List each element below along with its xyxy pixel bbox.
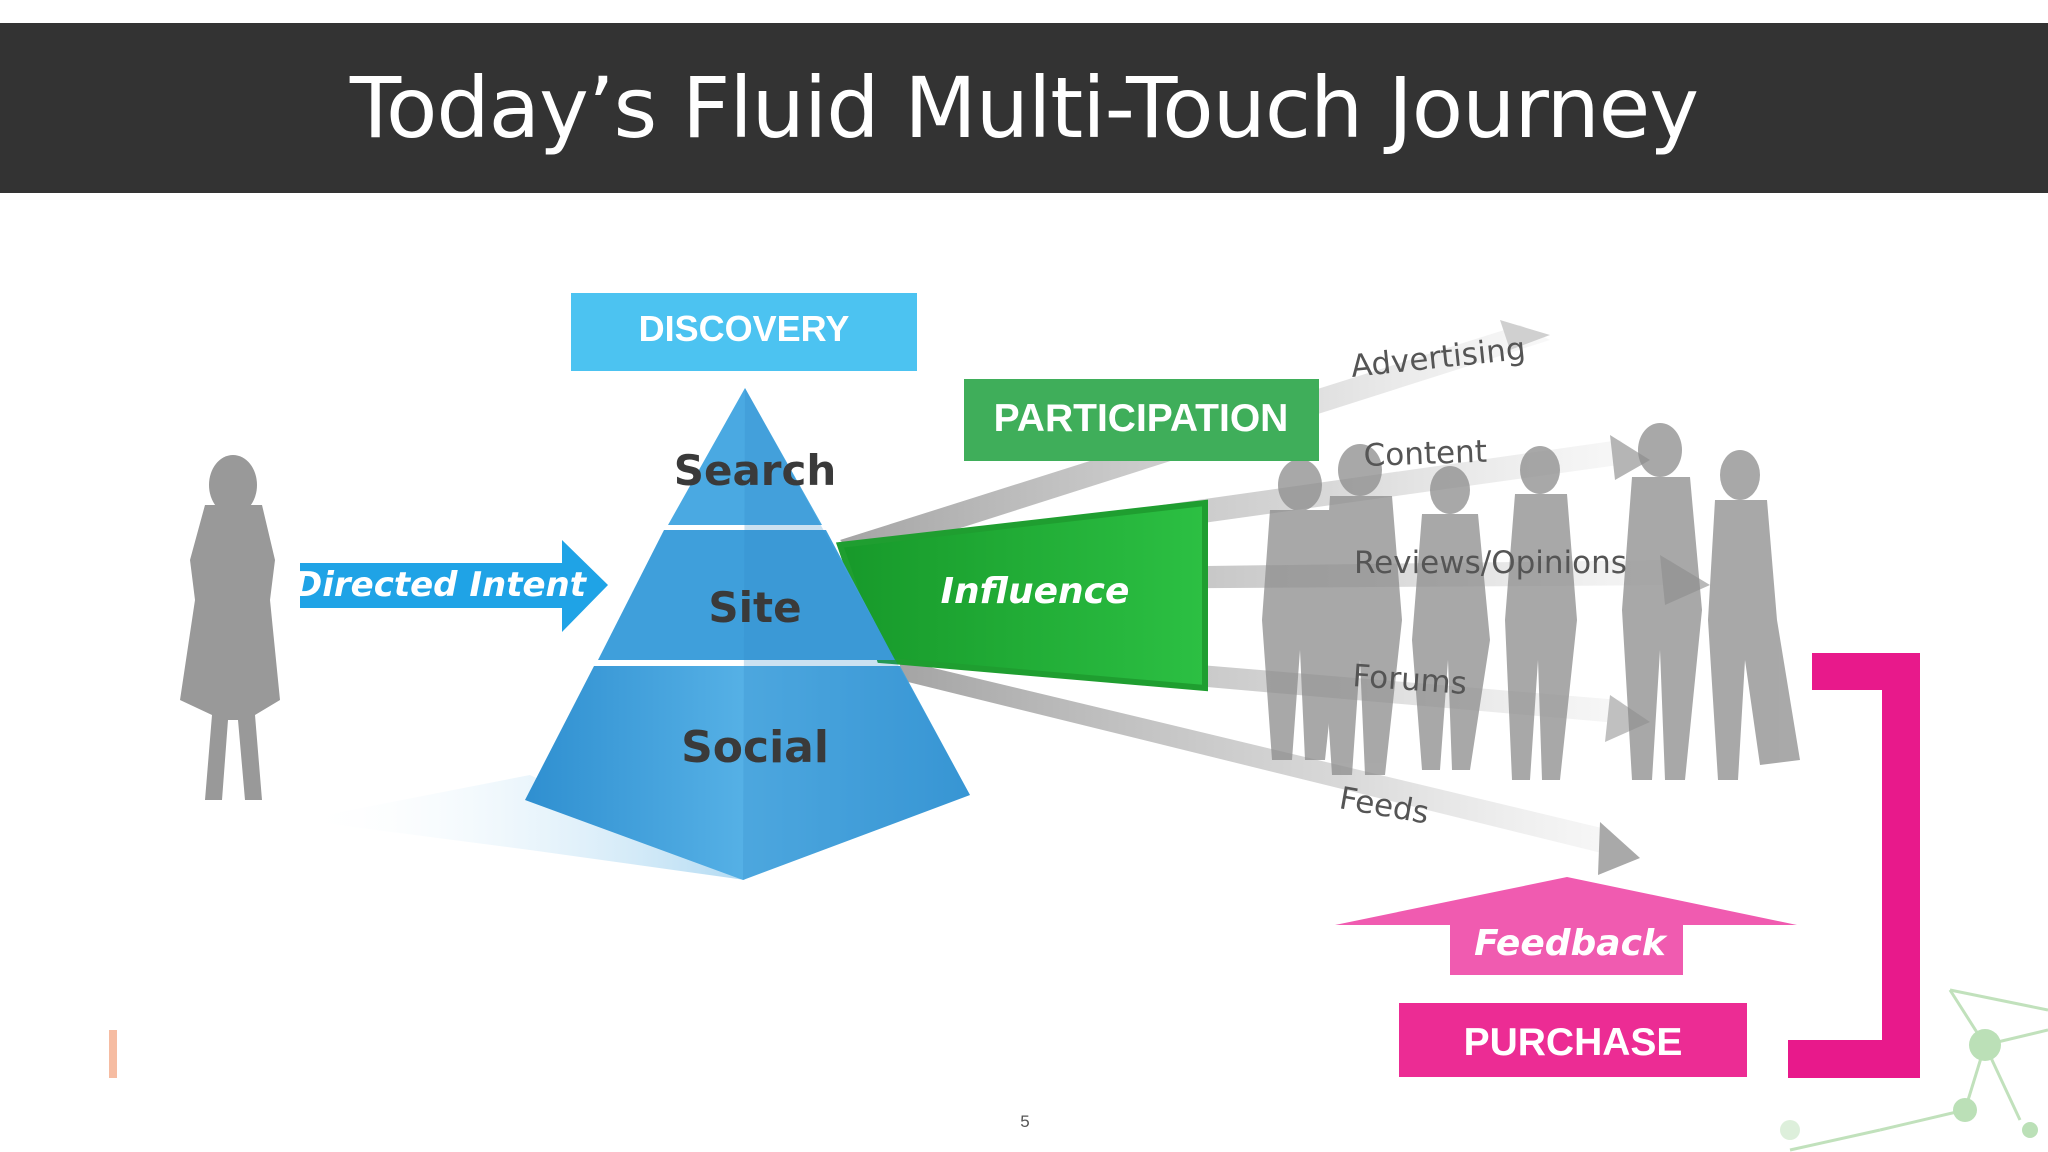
discovery-box — [571, 293, 917, 371]
channel-advertising: Advertising — [1349, 331, 1527, 385]
channel-reviews-opinions: Reviews/Opinions — [1354, 545, 1627, 581]
directed-intent-label: Directed Intent — [294, 565, 588, 605]
pyramid — [525, 388, 970, 880]
title-bar: Today’s Fluid Multi-Touch Journey — [0, 23, 2048, 193]
directed-intent-arrow — [300, 540, 608, 632]
purchase-bracket — [1788, 653, 1920, 1078]
pyramid-level-social: Social — [681, 722, 829, 773]
channel-forums: Forums — [1351, 658, 1468, 702]
channel-content: Content — [1363, 434, 1487, 474]
feedback-arrow — [1335, 877, 1797, 975]
edge-mark — [109, 1030, 117, 1078]
feedback-label: Feedback — [1474, 923, 1668, 964]
discovery-label: DISCOVERY — [639, 308, 850, 349]
purchase-box — [1399, 1003, 1747, 1077]
page-number: 5 — [1020, 1112, 1030, 1131]
participation-label: PARTICIPATION — [994, 397, 1289, 440]
pyramid-level-search: Search — [674, 446, 837, 495]
purchase-label: PURCHASE — [1464, 1021, 1683, 1064]
pyramid-level-site: Site — [708, 583, 801, 632]
woman-silhouette — [180, 455, 280, 800]
influence-label: Influence — [941, 571, 1130, 612]
participation-box — [964, 379, 1319, 461]
pyramid-shadow — [300, 775, 745, 880]
network-decoration — [1780, 988, 2048, 1152]
group-silhouette — [1262, 423, 1800, 780]
slide-title: Today’s Fluid Multi-Touch Journey — [349, 59, 1699, 157]
